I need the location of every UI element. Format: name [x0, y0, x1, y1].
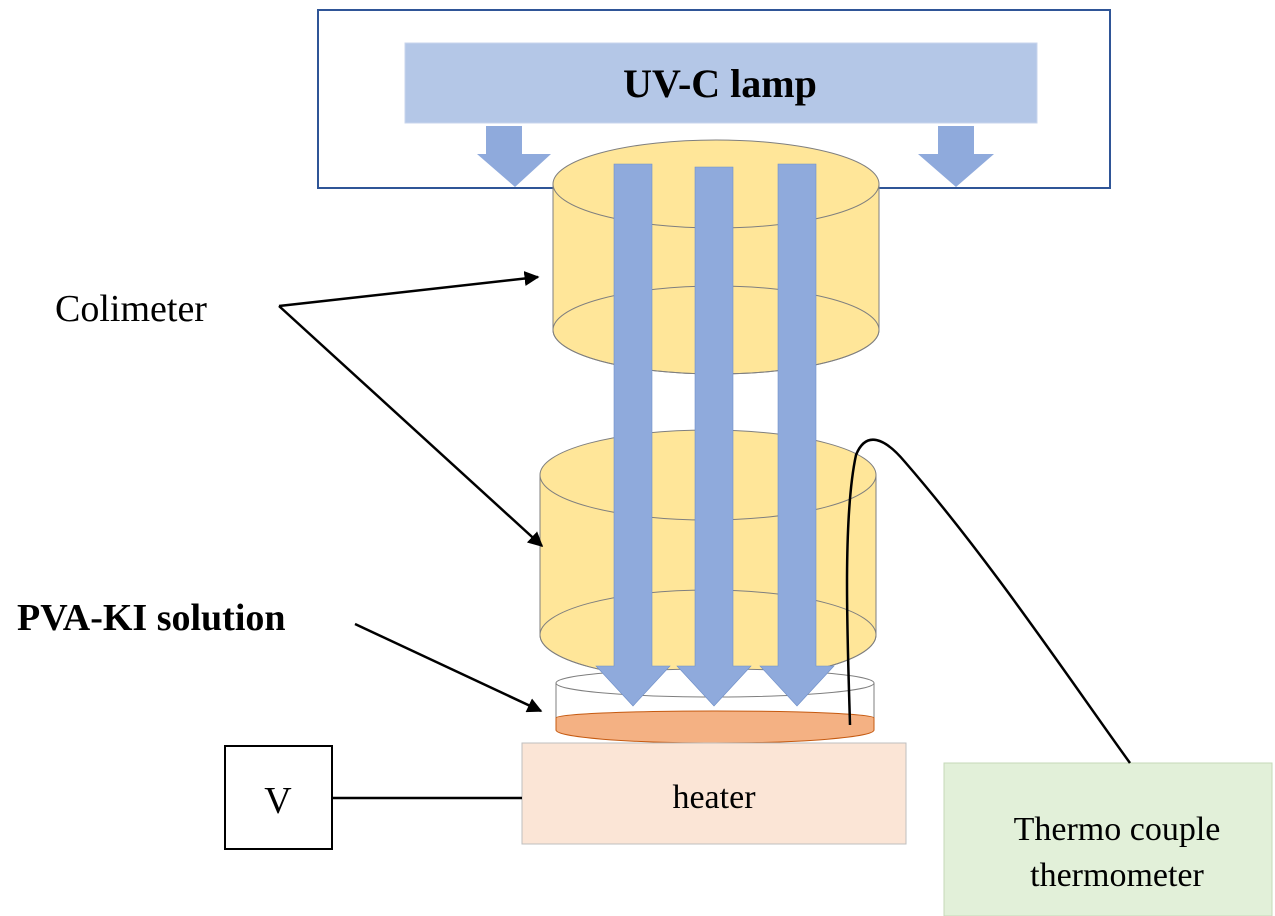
- pva-ki-solution: [555, 710, 875, 744]
- thermometer-box: [943, 762, 1273, 916]
- collimator-label: Colimeter: [55, 288, 207, 330]
- lamp-arrow-right: [918, 126, 994, 187]
- voltage-source-box: [224, 745, 333, 850]
- uv-beam-arrow-3: [759, 163, 835, 707]
- solution-pointer: [354, 622, 543, 713]
- heater-label: heater: [672, 779, 756, 816]
- voltage-source-label: V: [264, 780, 292, 822]
- uv-beam-arrow-2: [676, 166, 752, 707]
- uv-lamp: [404, 42, 1038, 124]
- solution-label: PVA-KI solution: [17, 597, 286, 639]
- collimator-pointer-lower: [278, 305, 544, 548]
- uv-lamp-label: UV-C lamp: [623, 61, 817, 106]
- thermocouple-wire: [845, 438, 1132, 764]
- lamp-arrow-left: [477, 126, 551, 187]
- heater-block: [521, 742, 907, 845]
- thermometer-label-line1: Thermo couple: [1014, 811, 1221, 848]
- collimator-pointer-upper: [278, 271, 540, 308]
- uv-beam-arrow-1: [595, 163, 671, 707]
- thermometer-label-line2: thermometer: [1030, 857, 1204, 894]
